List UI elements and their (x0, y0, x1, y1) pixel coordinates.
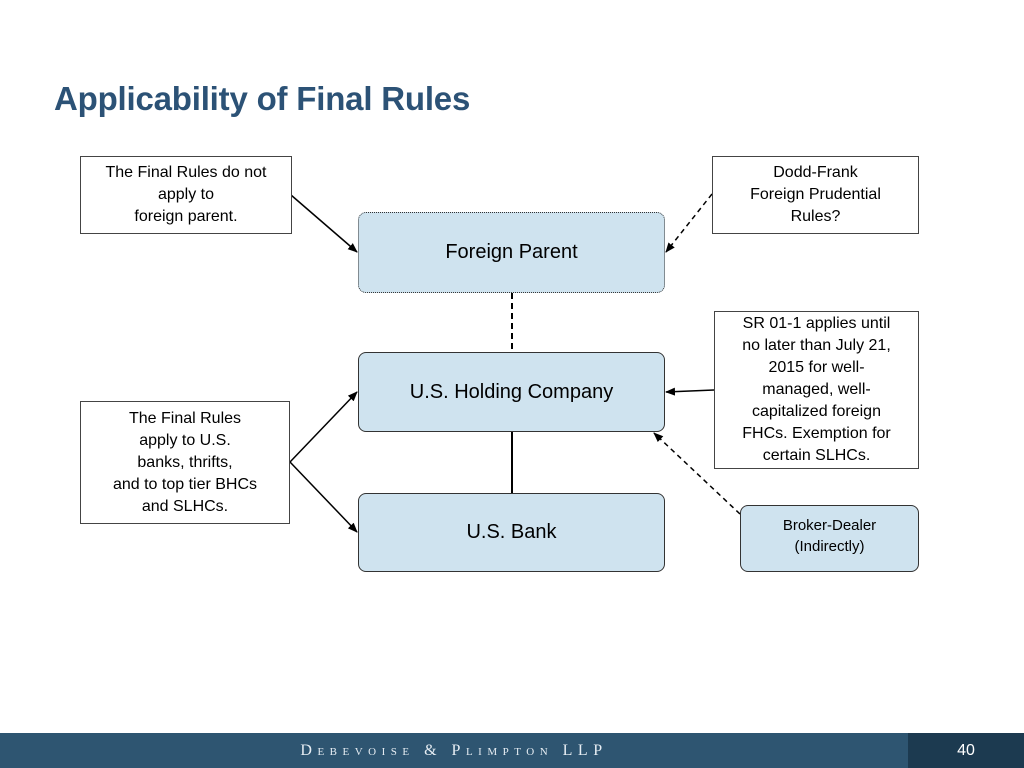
entity-foreign-parent: Foreign Parent (358, 212, 665, 293)
arrow-us-note-to-holding (289, 391, 358, 463)
entity-us-holding-company: U.S. Holding Company (358, 352, 665, 432)
arrow-us-note-to-bank (289, 461, 358, 533)
note-sr-01-1: SR 01-1 applies until no later than July… (714, 311, 919, 469)
footer-bar: Debevoise & Plimpton LLP 40 (0, 733, 1024, 768)
arrow-dodd-frank-to-foreign-parent (665, 193, 713, 253)
arrow-note-to-foreign-parent (290, 194, 358, 253)
note-foreign-parent: The Final Rules do not apply to foreign … (80, 156, 292, 234)
entity-us-bank: U.S. Bank (358, 493, 665, 572)
entity-broker-dealer: Broker-Dealer (Indirectly) (740, 505, 919, 572)
arrow-sr-note-to-holding (665, 387, 715, 396)
page-number: 40 (908, 733, 1024, 768)
footer-firm-name: Debevoise & Plimpton LLP (300, 742, 608, 759)
note-dodd-frank: Dodd-Frank Foreign Prudential Rules? (712, 156, 919, 234)
slide-title: Applicability of Final Rules (54, 80, 471, 117)
note-us-entities: The Final Rules apply to U.S. banks, thr… (80, 401, 290, 524)
arrow-broker-dealer-to-holding (653, 432, 741, 515)
